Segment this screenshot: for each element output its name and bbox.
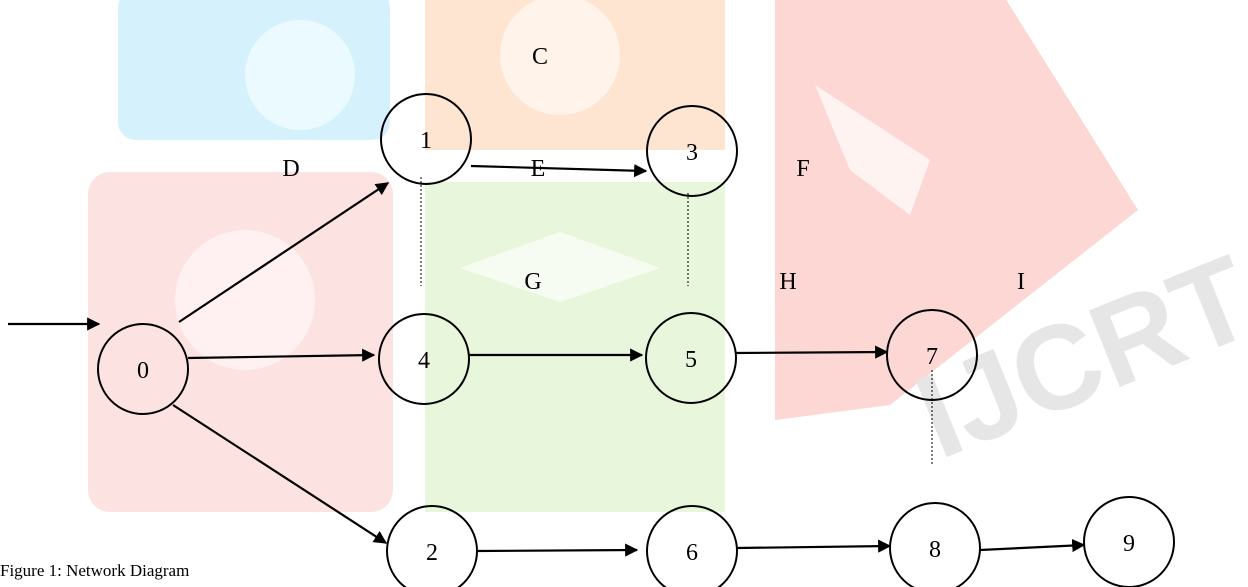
node-6: 6 [646,505,738,587]
activity-label-d: D [282,156,299,182]
node-5-label: 5 [685,347,697,373]
node-8-label: 8 [929,537,941,563]
edge-0-2 [172,404,388,544]
edge-5-7 [734,345,889,359]
edge-0-4 [187,348,376,362]
edge-6-8 [736,539,892,553]
node-4-label: 4 [418,348,430,374]
node-7: 7 [886,309,978,401]
edge-2-6 [475,543,639,557]
node-3-label: 3 [686,140,698,166]
activity-labels: C D E F G H I [282,44,1025,295]
node-6-label: 6 [686,540,698,566]
activity-label-i: I [1017,269,1025,295]
edges [8,164,1086,557]
figure-caption: Figure 1: Network Diagram [0,561,190,580]
activity-label-f: F [796,156,809,182]
node-2: 2 [386,505,478,587]
activity-label-h: H [779,269,796,295]
edge-8-9 [979,538,1086,553]
nodes: 0 1 2 3 4 5 6 7 [97,93,1175,587]
node-3: 3 [646,105,738,197]
node-2-label: 2 [426,540,438,566]
ijcrt-watermark-logo: IJCRT [88,0,1248,512]
activity-label-g: G [524,269,541,295]
node-1: 1 [380,93,472,185]
node-9-label: 9 [1123,531,1135,557]
dummy-dependencies [420,177,933,466]
activity-label-e: E [531,156,546,182]
node-0: 0 [97,323,189,415]
activity-label-c: C [532,44,548,70]
node-4: 4 [378,313,470,405]
edge-1-3 [470,164,648,178]
node-7-label: 7 [926,344,938,370]
edge-0-1 [178,182,390,323]
node-0-label: 0 [137,358,149,384]
node-8: 8 [889,502,981,587]
node-5: 5 [645,312,737,404]
node-1-label: 1 [420,128,432,154]
node-9: 9 [1083,496,1175,587]
